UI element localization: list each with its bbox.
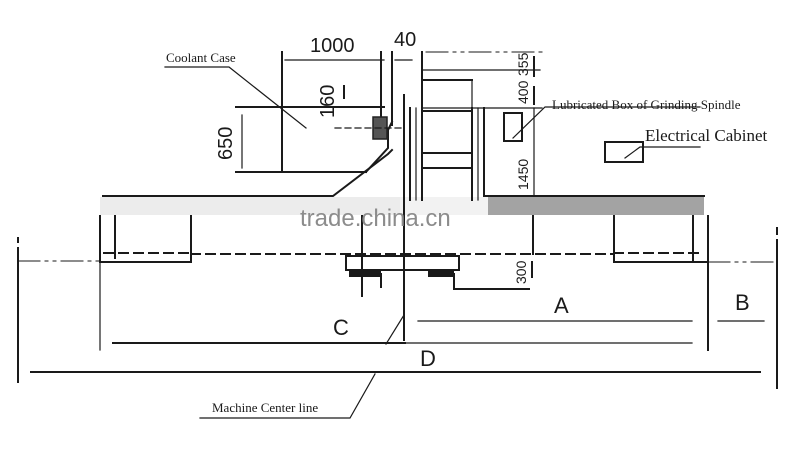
watermark-band <box>100 197 704 215</box>
label-lubricated-box: Lubricated Box of Grinding Spindle <box>552 97 741 112</box>
dim-300: 300 <box>513 260 529 284</box>
dim-400: 400 <box>515 80 531 104</box>
dim-1450: 1450 <box>515 159 531 190</box>
watermark-text: trade.china.cn <box>300 205 451 232</box>
spindle-column <box>403 51 705 341</box>
dim-355: 355 <box>515 52 531 76</box>
dim-650: 650 <box>215 127 237 160</box>
label-machine-center-line: Machine Center line <box>212 400 318 415</box>
machine-feet <box>345 255 530 290</box>
electrical-cabinet-shape <box>604 141 644 163</box>
coolant-case-outline <box>235 51 403 174</box>
label-coolant-case: Coolant Case <box>166 50 236 65</box>
foundation-pit <box>17 215 778 389</box>
dim-160: 160 <box>317 85 339 118</box>
dimension-letter-b: B <box>735 290 750 315</box>
label-electrical-cabinet: Electrical Cabinet <box>645 126 768 145</box>
lubricated-box-shape <box>503 112 523 142</box>
base-outline <box>102 148 394 197</box>
dimension-letter-d: D <box>420 346 436 371</box>
dimension-letter-c: C <box>333 315 349 340</box>
dim-40: 40 <box>394 29 416 51</box>
dimension-lines <box>241 51 546 278</box>
overall-dimensions <box>30 320 765 373</box>
dimension-letter-a: A <box>554 293 569 318</box>
dim-1000: 1000 <box>310 35 355 57</box>
leader-lines <box>164 66 701 419</box>
